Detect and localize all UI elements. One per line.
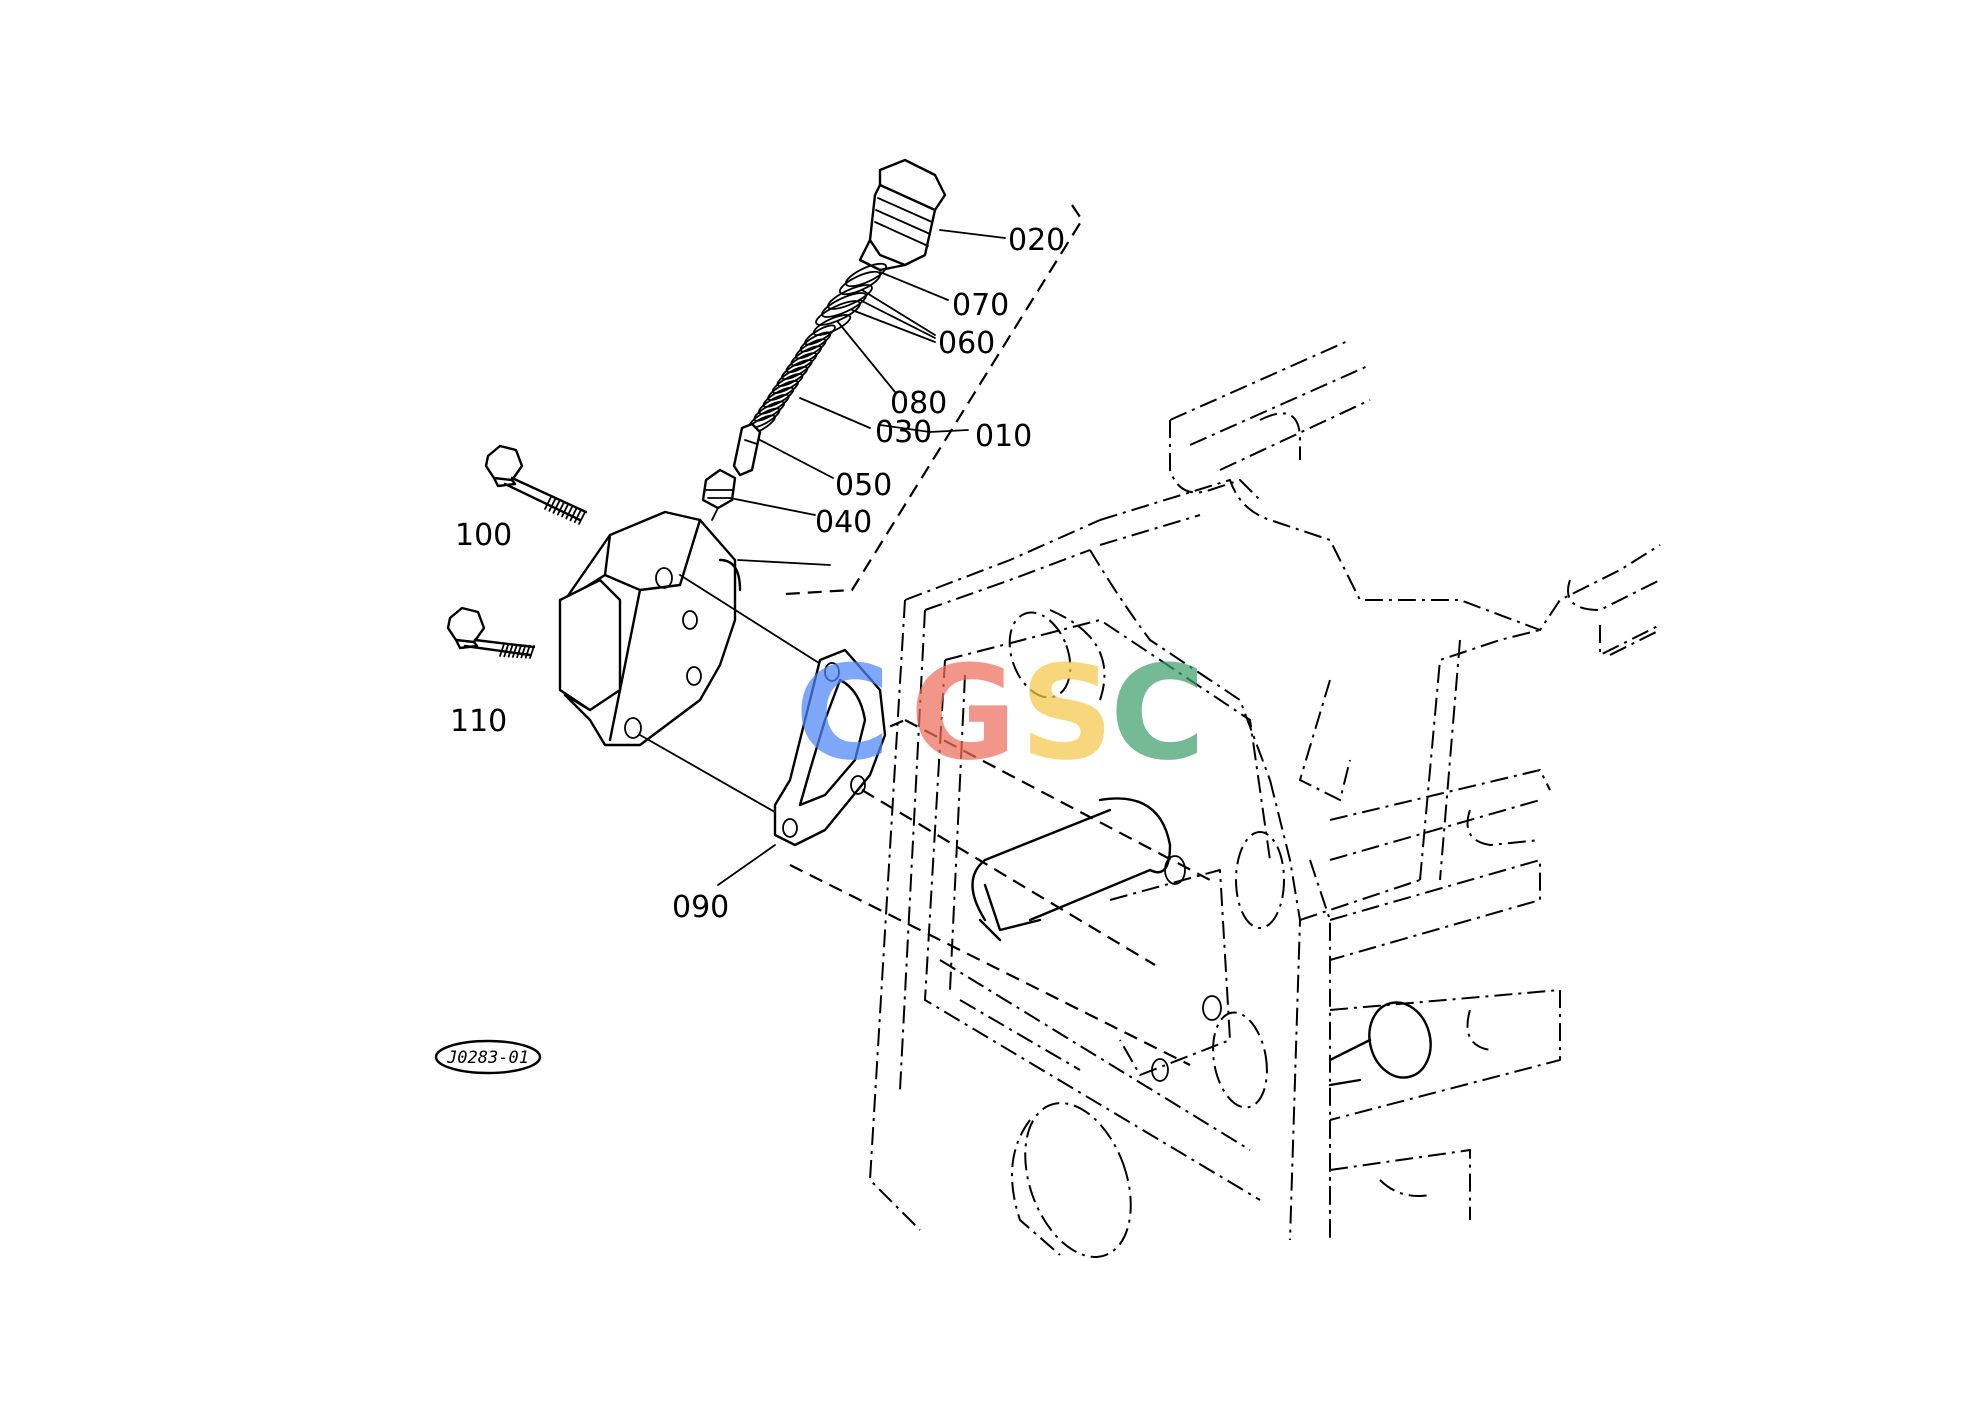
bolt-thread: [556, 501, 565, 516]
watermark-letter-2: G: [910, 637, 1017, 789]
bolt-thread: [569, 507, 578, 522]
callout-100: 100: [455, 518, 512, 553]
callout-080: 080: [890, 386, 947, 421]
bolt-thread: [573, 509, 582, 523]
bolt-thread: [561, 503, 569, 518]
bolt-thread: [520, 644, 527, 659]
transmission-housing: [869, 339, 1661, 1258]
callout-110: 110: [450, 704, 507, 739]
bolt-100: [484, 444, 588, 525]
alignment-lines: [639, 559, 831, 816]
bolt-thread: [503, 643, 510, 658]
spring-030: [744, 324, 836, 436]
shim-070: [838, 262, 888, 296]
callout-070: 070: [952, 288, 1009, 323]
callout-020: 020: [1008, 223, 1065, 258]
bolt-thread: [516, 644, 522, 658]
seat-040: [701, 468, 737, 521]
bolt-thread: [552, 499, 561, 514]
watermark-logo: C G S C: [795, 637, 1205, 789]
drawing-code-text: J0283-01: [446, 1048, 529, 1068]
watermark-letter-3: S: [1020, 637, 1114, 789]
drawing-code-badge: J0283-01: [434, 1039, 542, 1075]
valve-housing: [558, 510, 742, 747]
bolt-thread: [507, 643, 514, 658]
watermark-letter-4: C: [1110, 637, 1205, 789]
bolt-thread: [512, 644, 518, 658]
leader-lines: [717, 229, 1006, 886]
callout-010: 010: [975, 419, 1032, 454]
bolt-thread: [524, 644, 531, 659]
callout-060: 060: [938, 326, 995, 361]
bolt-thread: [565, 505, 574, 520]
bolt-thread: [499, 643, 505, 657]
bolt-thread: [548, 497, 557, 512]
poppet-050: [732, 422, 762, 477]
bolt-thread: [544, 496, 552, 510]
shaft-assembly: [971, 797, 1432, 1087]
shims-060: [815, 284, 873, 326]
callout-labels: 020 070 060 080 030 010 050 040 100 110 …: [450, 223, 1065, 925]
callout-040: 040: [815, 505, 872, 540]
callout-030: 030: [875, 415, 932, 450]
bolt-110: [446, 606, 536, 659]
callout-050: 050: [835, 468, 892, 503]
watermark-letter-1: C: [795, 637, 890, 789]
callout-090: 090: [672, 890, 729, 925]
plug-020: [858, 158, 947, 272]
gasket-090: [773, 648, 887, 847]
bolt-thread: [578, 511, 586, 525]
bolt-thread: [529, 645, 535, 659]
